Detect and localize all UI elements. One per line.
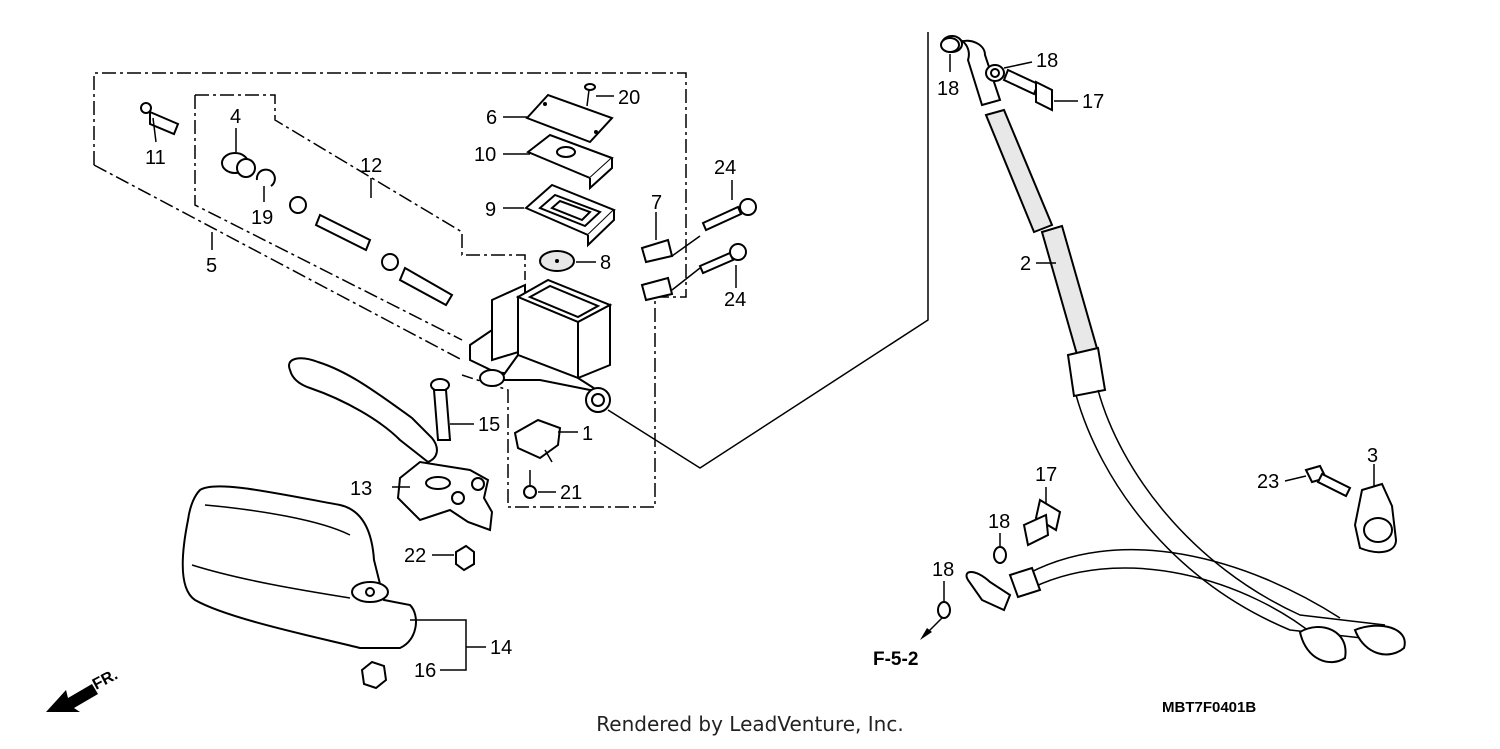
- callout-23: 23: [1257, 471, 1279, 493]
- clamp-bolt: [1304, 464, 1352, 498]
- callout-14: 14: [490, 637, 512, 659]
- boot: [221, 152, 256, 178]
- brake-hose: [941, 35, 1406, 663]
- sealing-washer-bottom: [937, 601, 951, 619]
- callout-9: 9: [485, 199, 496, 221]
- oil-bolt-top: [1002, 68, 1053, 112]
- cap-screw: [584, 83, 596, 107]
- reservoir-cap: [525, 93, 614, 144]
- holder-bolt-upper: [701, 198, 757, 232]
- knuckle-guard: [181, 485, 417, 649]
- circlip: [255, 168, 276, 187]
- callout-24-top: 24: [714, 157, 736, 179]
- callout-5: 5: [206, 255, 217, 277]
- callout-6: 6: [486, 107, 497, 129]
- lever-pivot-bolt: [430, 378, 452, 441]
- routing-line: [607, 32, 929, 469]
- credit-text: Rendered by LeadVenture, Inc.: [596, 712, 904, 736]
- brake-light-switch: [513, 418, 562, 463]
- float: [539, 250, 575, 272]
- callout-18-top-right: 18: [1036, 50, 1058, 72]
- brake-lever: [288, 357, 438, 464]
- diagram-code: MBT7F0401B: [1162, 699, 1256, 716]
- diaphragm: [524, 183, 616, 248]
- callout-12: 12: [360, 155, 382, 177]
- hose-clamp: [1353, 482, 1398, 554]
- lever-bracket: [396, 460, 494, 532]
- switch-screw: [523, 470, 537, 499]
- guard-nut: [360, 660, 388, 690]
- callout-20: 20: [618, 87, 640, 109]
- master-cylinder-holder: [640, 235, 701, 302]
- sealing-washer-lower: [993, 546, 1007, 564]
- assembly-outline: [93, 72, 687, 508]
- callout-labels: 1 2 3 4 5 6 7 8 9 10 11 12 13 14 15 16 1…: [145, 50, 1378, 682]
- callout-16: 16: [414, 660, 436, 682]
- oil-bolt-lower: [1022, 498, 1062, 547]
- callout-7: 7: [651, 192, 662, 214]
- callout-4: 4: [230, 106, 241, 128]
- sealing-washer-top-right: [985, 64, 1005, 82]
- front-direction-arrow-icon: FR.: [46, 666, 121, 712]
- callout-19: 19: [251, 207, 273, 229]
- master-cylinder-body: [469, 278, 613, 413]
- callout-3: 3: [1367, 445, 1378, 467]
- sealing-washer-top-left: [940, 37, 960, 53]
- callout-2: 2: [1020, 253, 1031, 275]
- callout-15: 15: [478, 414, 500, 436]
- callout-18-top-left: 18: [937, 78, 959, 100]
- callout-18-lower: 18: [988, 511, 1010, 533]
- callout-1: 1: [582, 423, 593, 445]
- callout-8: 8: [600, 252, 611, 274]
- callout-10: 10: [474, 144, 496, 166]
- callout-17-top: 17: [1082, 91, 1104, 113]
- callout-24-bottom: 24: [724, 289, 746, 311]
- piston-set: [289, 196, 454, 307]
- lever-nut: [455, 544, 475, 572]
- set-plate: [526, 133, 614, 191]
- leader-lines: [152, 54, 1375, 671]
- holder-bolt-lower: [698, 243, 747, 275]
- callout-18-bottom: 18: [932, 559, 954, 581]
- callout-11: 11: [145, 147, 166, 169]
- pivot-pin: [140, 102, 180, 136]
- callout-17-lower: 17: [1035, 464, 1057, 486]
- callout-21: 21: [560, 482, 582, 504]
- callout-13: 13: [350, 478, 372, 500]
- callout-22: 22: [404, 545, 426, 567]
- section-reference[interactable]: F-5-2: [873, 649, 918, 670]
